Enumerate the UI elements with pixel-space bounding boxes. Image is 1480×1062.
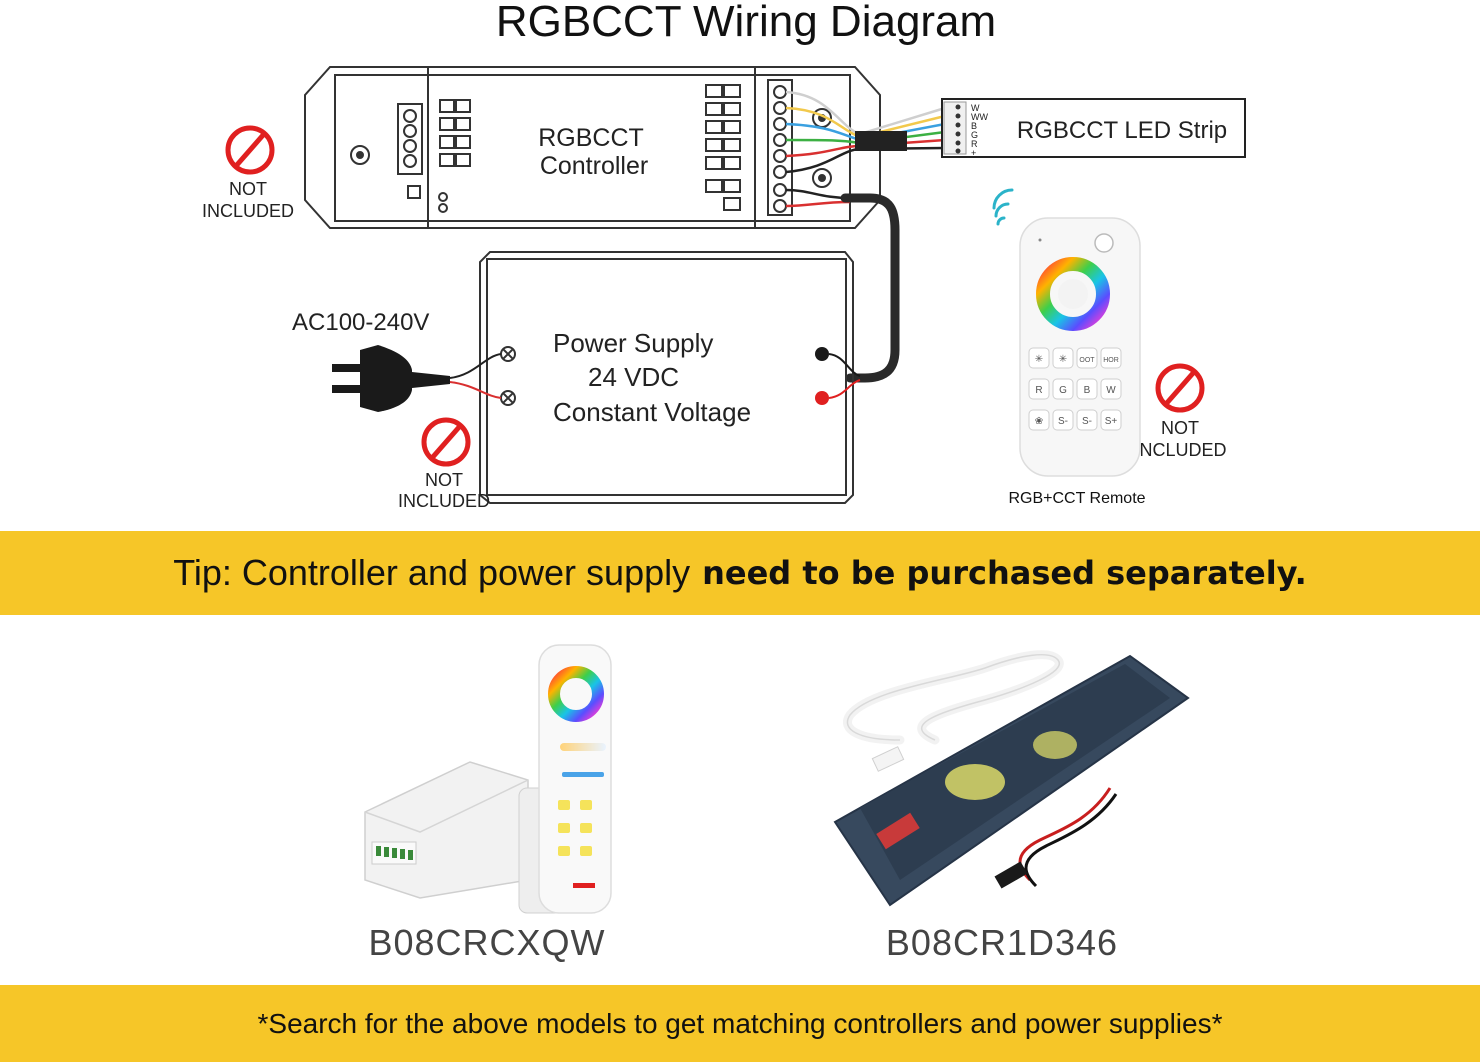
color-wheel-icon	[1036, 257, 1110, 331]
remote-button	[1028, 347, 1050, 369]
strip-pin-g: G	[971, 130, 978, 140]
not-included-remote-2: NCLUDED	[1139, 440, 1226, 460]
tip-emphasis: need to be purchased separately.	[702, 554, 1307, 592]
controller-product-image	[364, 644, 612, 914]
remote-button	[1076, 347, 1098, 369]
power-supply-line2: 24 VDC	[588, 362, 679, 392]
remote-button-label: ✳	[1059, 354, 1067, 365]
no-entry-icon	[421, 417, 471, 467]
ac-wire-red	[449, 381, 502, 399]
remote-button-label: S-	[1058, 416, 1068, 427]
remote-button	[1100, 347, 1122, 369]
strip-pin-r: R	[971, 139, 978, 149]
not-included-left-2: INCLUDED	[202, 201, 294, 221]
ac-wire-black	[449, 353, 502, 379]
controller-label-line2: Controller	[540, 152, 648, 180]
rgbcct-remote	[1019, 217, 1141, 477]
diagram-title: RGBCCT Wiring Diagram	[496, 0, 996, 46]
tip-banner: Tip: Controller and power supply need to…	[0, 531, 1480, 615]
ac-voltage-label: AC100-240V	[292, 309, 429, 336]
remote-button	[1052, 409, 1074, 431]
product-model-2: B08CR1D346	[885, 922, 1119, 963]
power-supply-product-image	[833, 650, 1190, 907]
remote-button	[1028, 378, 1050, 400]
product-model-1: B08CRCXQW	[368, 922, 606, 963]
remote-button	[1076, 378, 1098, 400]
strip-pin-w: W	[971, 103, 980, 113]
led-strip: W WW B G R + RGBCCT LED Strip	[941, 98, 1246, 158]
remote-button	[1028, 409, 1050, 431]
remote-button-label: ❀	[1035, 416, 1043, 427]
controller-label-line1: RGBCCT	[538, 124, 644, 152]
not-included-plug-1: NOT	[425, 470, 463, 490]
remote-button-label: W	[1106, 385, 1116, 396]
dc-cable	[840, 193, 900, 383]
power-supply-line1: Power Supply	[553, 328, 713, 358]
remote-button-label: ✳	[1035, 354, 1043, 365]
wifi-icon	[992, 188, 1014, 226]
dc-negative-terminal	[815, 347, 829, 361]
dc-red-lead	[828, 379, 861, 399]
no-entry-icon	[225, 125, 275, 175]
power-icon	[1094, 233, 1114, 253]
remote-button	[1100, 409, 1122, 431]
led-strip-label: RGBCCT LED Strip	[1017, 117, 1227, 144]
remote-button-label: OOT	[1079, 357, 1095, 364]
dc-black-lead	[828, 353, 861, 377]
remote-label: RGB+CCT Remote	[1008, 490, 1145, 507]
remote-button-label: B	[1084, 385, 1091, 396]
strip-pin-plus: +	[971, 148, 976, 158]
plug-icon	[332, 345, 450, 412]
remote-buttons: ✳ ✳ OOT HOR R G B W ❀ S- S- S+	[1028, 347, 1122, 431]
strip-pin-ww: WW	[971, 112, 988, 122]
remote-button-label: R	[1035, 385, 1042, 396]
cable-sheath	[855, 131, 907, 151]
remote-button-label: HOR	[1103, 357, 1119, 364]
search-note-banner: *Search for the above models to get matc…	[0, 985, 1480, 1062]
remote-button	[1076, 409, 1098, 431]
tip-text: Tip: Controller and power supply	[173, 552, 691, 593]
power-supply-line3: Constant Voltage	[553, 397, 751, 427]
not-included-remote-1: NOT	[1161, 418, 1199, 438]
not-included-left-1: NOT	[229, 179, 267, 199]
remote-button-label: G	[1059, 385, 1067, 396]
remote-button-label: S+	[1105, 416, 1118, 427]
strip-pin-b: B	[971, 121, 977, 131]
no-entry-icon	[1155, 363, 1205, 413]
remote-button-label: S-	[1082, 416, 1092, 427]
remote-button	[1100, 378, 1122, 400]
not-included-plug-2: INCLUDED	[398, 491, 490, 511]
remote-button	[1052, 378, 1074, 400]
search-note-text: *Search for the above models to get matc…	[257, 1007, 1223, 1039]
remote-button	[1052, 347, 1074, 369]
dc-positive-terminal	[815, 391, 829, 405]
